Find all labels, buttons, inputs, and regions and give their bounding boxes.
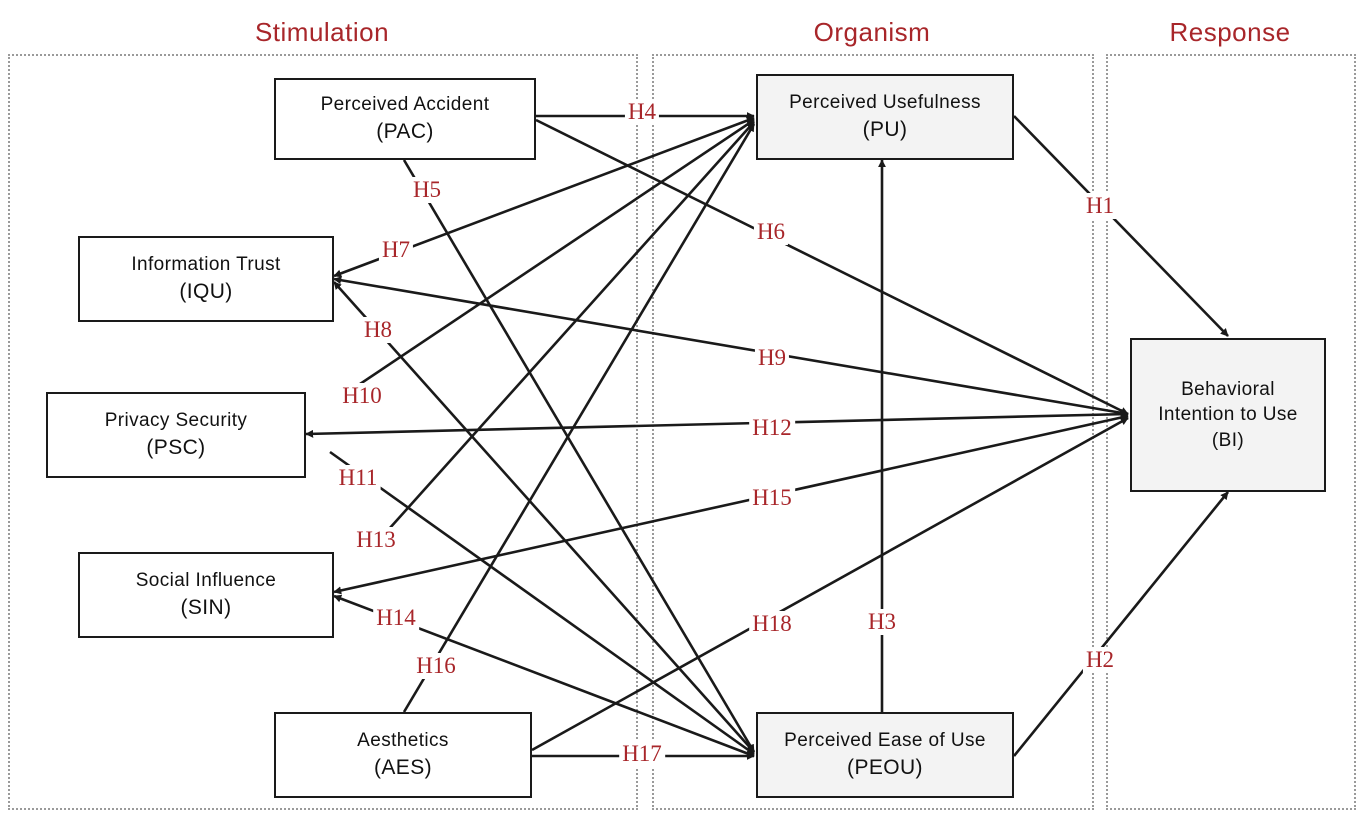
node-name: Perceived Usefulness: [789, 92, 981, 113]
section-title-response: Response: [1169, 17, 1291, 47]
label-h17: H17: [619, 741, 665, 767]
node-abbr: (BI): [1211, 429, 1245, 451]
label-h18: H18: [749, 611, 795, 637]
node-perceived-accident: Perceived Accident (PAC): [274, 78, 536, 160]
node-abbr: (AES): [373, 755, 432, 779]
arrow-h11: [329, 450, 755, 756]
arrow-h8: [333, 281, 755, 753]
label-h2: H2: [1082, 647, 1118, 673]
label-h13: H13: [353, 527, 399, 553]
arrow-h2: [1012, 491, 1230, 757]
arrow-h9: [333, 276, 1129, 417]
arrow-h12: [305, 410, 1129, 438]
node-abbr: (IQU): [179, 279, 233, 303]
label-h3: H3: [864, 609, 900, 635]
arrow-h15: [333, 413, 1129, 595]
node-name: Social Influence: [135, 570, 277, 591]
node-name: Aesthetics: [357, 730, 449, 751]
node-abbr: (PEOU): [847, 755, 923, 779]
node-name: Privacy Security: [104, 410, 248, 431]
arrow-h18: [531, 416, 1129, 752]
node-privacy-security: Privacy Security (PSC): [46, 392, 306, 478]
label-h10: H10: [339, 383, 385, 409]
arrow-h10: [359, 118, 755, 386]
label-h14: H14: [373, 605, 419, 631]
arrow-h1: [1013, 115, 1229, 337]
section-title-stimulation: Stimulation: [254, 17, 390, 47]
node-abbr: (SIN): [180, 595, 232, 619]
node-abbr: (PAC): [376, 119, 434, 143]
label-h5: H5: [409, 177, 445, 203]
node-name-line2: Intention to Use: [1158, 404, 1298, 426]
label-h9: H9: [754, 345, 790, 371]
node-name: Perceived Accident: [320, 94, 490, 115]
node-abbr: (PSC): [146, 435, 206, 459]
label-h6: H6: [753, 219, 789, 245]
section-title-organism: Organism: [813, 17, 931, 47]
node-behavioral-intention: Behavioral Intention to Use (BI): [1130, 338, 1326, 492]
label-h1: H1: [1082, 193, 1118, 219]
label-h11: H11: [335, 465, 381, 491]
node-perceived-ease-of-use: Perceived Ease of Use (PEOU): [756, 712, 1014, 798]
label-h16: H16: [413, 653, 459, 679]
label-h4: H4: [624, 99, 660, 125]
node-abbr: (PU): [862, 117, 908, 141]
node-name-line1: Behavioral: [1181, 378, 1275, 400]
label-h15: H15: [749, 485, 795, 511]
arrow-h16: [402, 123, 756, 713]
node-social-influence: Social Influence (SIN): [78, 552, 334, 638]
node-information-trust: Information Trust (IQU): [78, 236, 334, 322]
label-h7: H7: [378, 237, 414, 263]
label-h12: H12: [749, 415, 795, 441]
node-aesthetics: Aesthetics (AES): [274, 712, 532, 798]
node-name: Information Trust: [131, 254, 281, 275]
node-perceived-usefulness: Perceived Usefulness (PU): [756, 74, 1014, 160]
label-h8: H8: [360, 317, 396, 343]
node-name: Perceived Ease of Use: [784, 730, 986, 751]
